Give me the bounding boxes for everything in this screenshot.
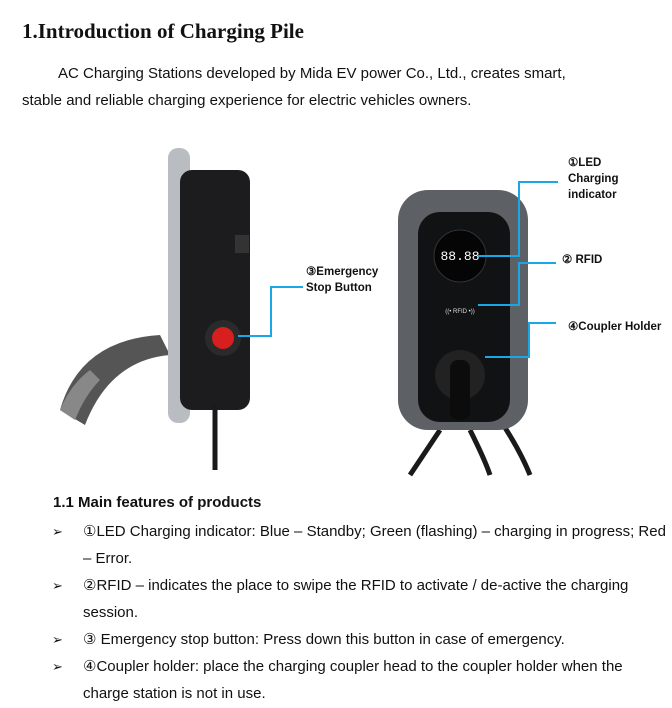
arrow-bullet-icon: ➢ [52, 659, 63, 674]
callout-line [518, 262, 520, 304]
list-item: ➢ ③ Emergency stop button: Press down thi… [52, 626, 667, 653]
callout-line [518, 262, 556, 264]
callout-led: ①LED Charging indicator [568, 155, 618, 203]
features-heading: 1.1 Main features of products [53, 494, 262, 511]
intro-line-2: stable and reliable charging experience … [22, 92, 472, 109]
charger-side-view-image [60, 148, 250, 470]
callout-line [528, 322, 556, 324]
intro-paragraph: AC Charging Stations developed by Mida E… [22, 60, 662, 114]
callout-line [478, 255, 520, 257]
callout-line [528, 322, 530, 357]
list-item-text: ②RFID – indicates the place to swipe the… [83, 577, 629, 621]
list-item: ➢ ②RFID – indicates the place to swipe th… [52, 572, 667, 626]
callout-line [518, 181, 520, 256]
callout-coupler-holder: ④Coupler Holder [568, 321, 662, 333]
callout-line [485, 356, 530, 358]
arrow-bullet-icon: ➢ [52, 632, 63, 647]
rfid-label: ((• RFID •)) [445, 309, 475, 315]
callout-rfid: ② RFID [562, 254, 603, 266]
list-item-text: ④Coupler holder: place the charging coup… [83, 658, 623, 702]
callout-stop-line: ③Emergency [306, 266, 379, 278]
callout-line [270, 286, 272, 336]
display-digits: 88.88 [440, 249, 479, 264]
list-item-text: ③ Emergency stop button: Press down this… [83, 631, 565, 648]
callout-led-line: Charging [568, 173, 619, 185]
callout-line [478, 304, 520, 306]
list-item: ➢ ①LED Charging indicator: Blue – Standby… [52, 518, 667, 572]
callout-line [270, 286, 303, 288]
callout-led-line: indicator [568, 189, 617, 201]
callout-line [518, 181, 558, 183]
callout-led-line: ①LED [568, 157, 602, 169]
section-title: 1.Introduction of Charging Pile [22, 19, 304, 43]
list-item: ➢ ④Coupler holder: place the charging cou… [52, 653, 667, 707]
list-item-text: ①LED Charging indicator: Blue – Standby;… [83, 523, 666, 567]
intro-line-1: AC Charging Stations developed by Mida E… [58, 65, 566, 82]
callout-emergency-stop: ③Emergency Stop Button [306, 264, 378, 296]
features-list: ➢ ①LED Charging indicator: Blue – Standby… [52, 518, 667, 707]
arrow-bullet-icon: ➢ [52, 578, 63, 593]
callout-stop-line: Stop Button [306, 282, 372, 294]
charger-front-view-image: 88.88 ((• RFID •)) [398, 190, 533, 477]
callout-line [238, 335, 272, 337]
arrow-bullet-icon: ➢ [52, 524, 63, 539]
